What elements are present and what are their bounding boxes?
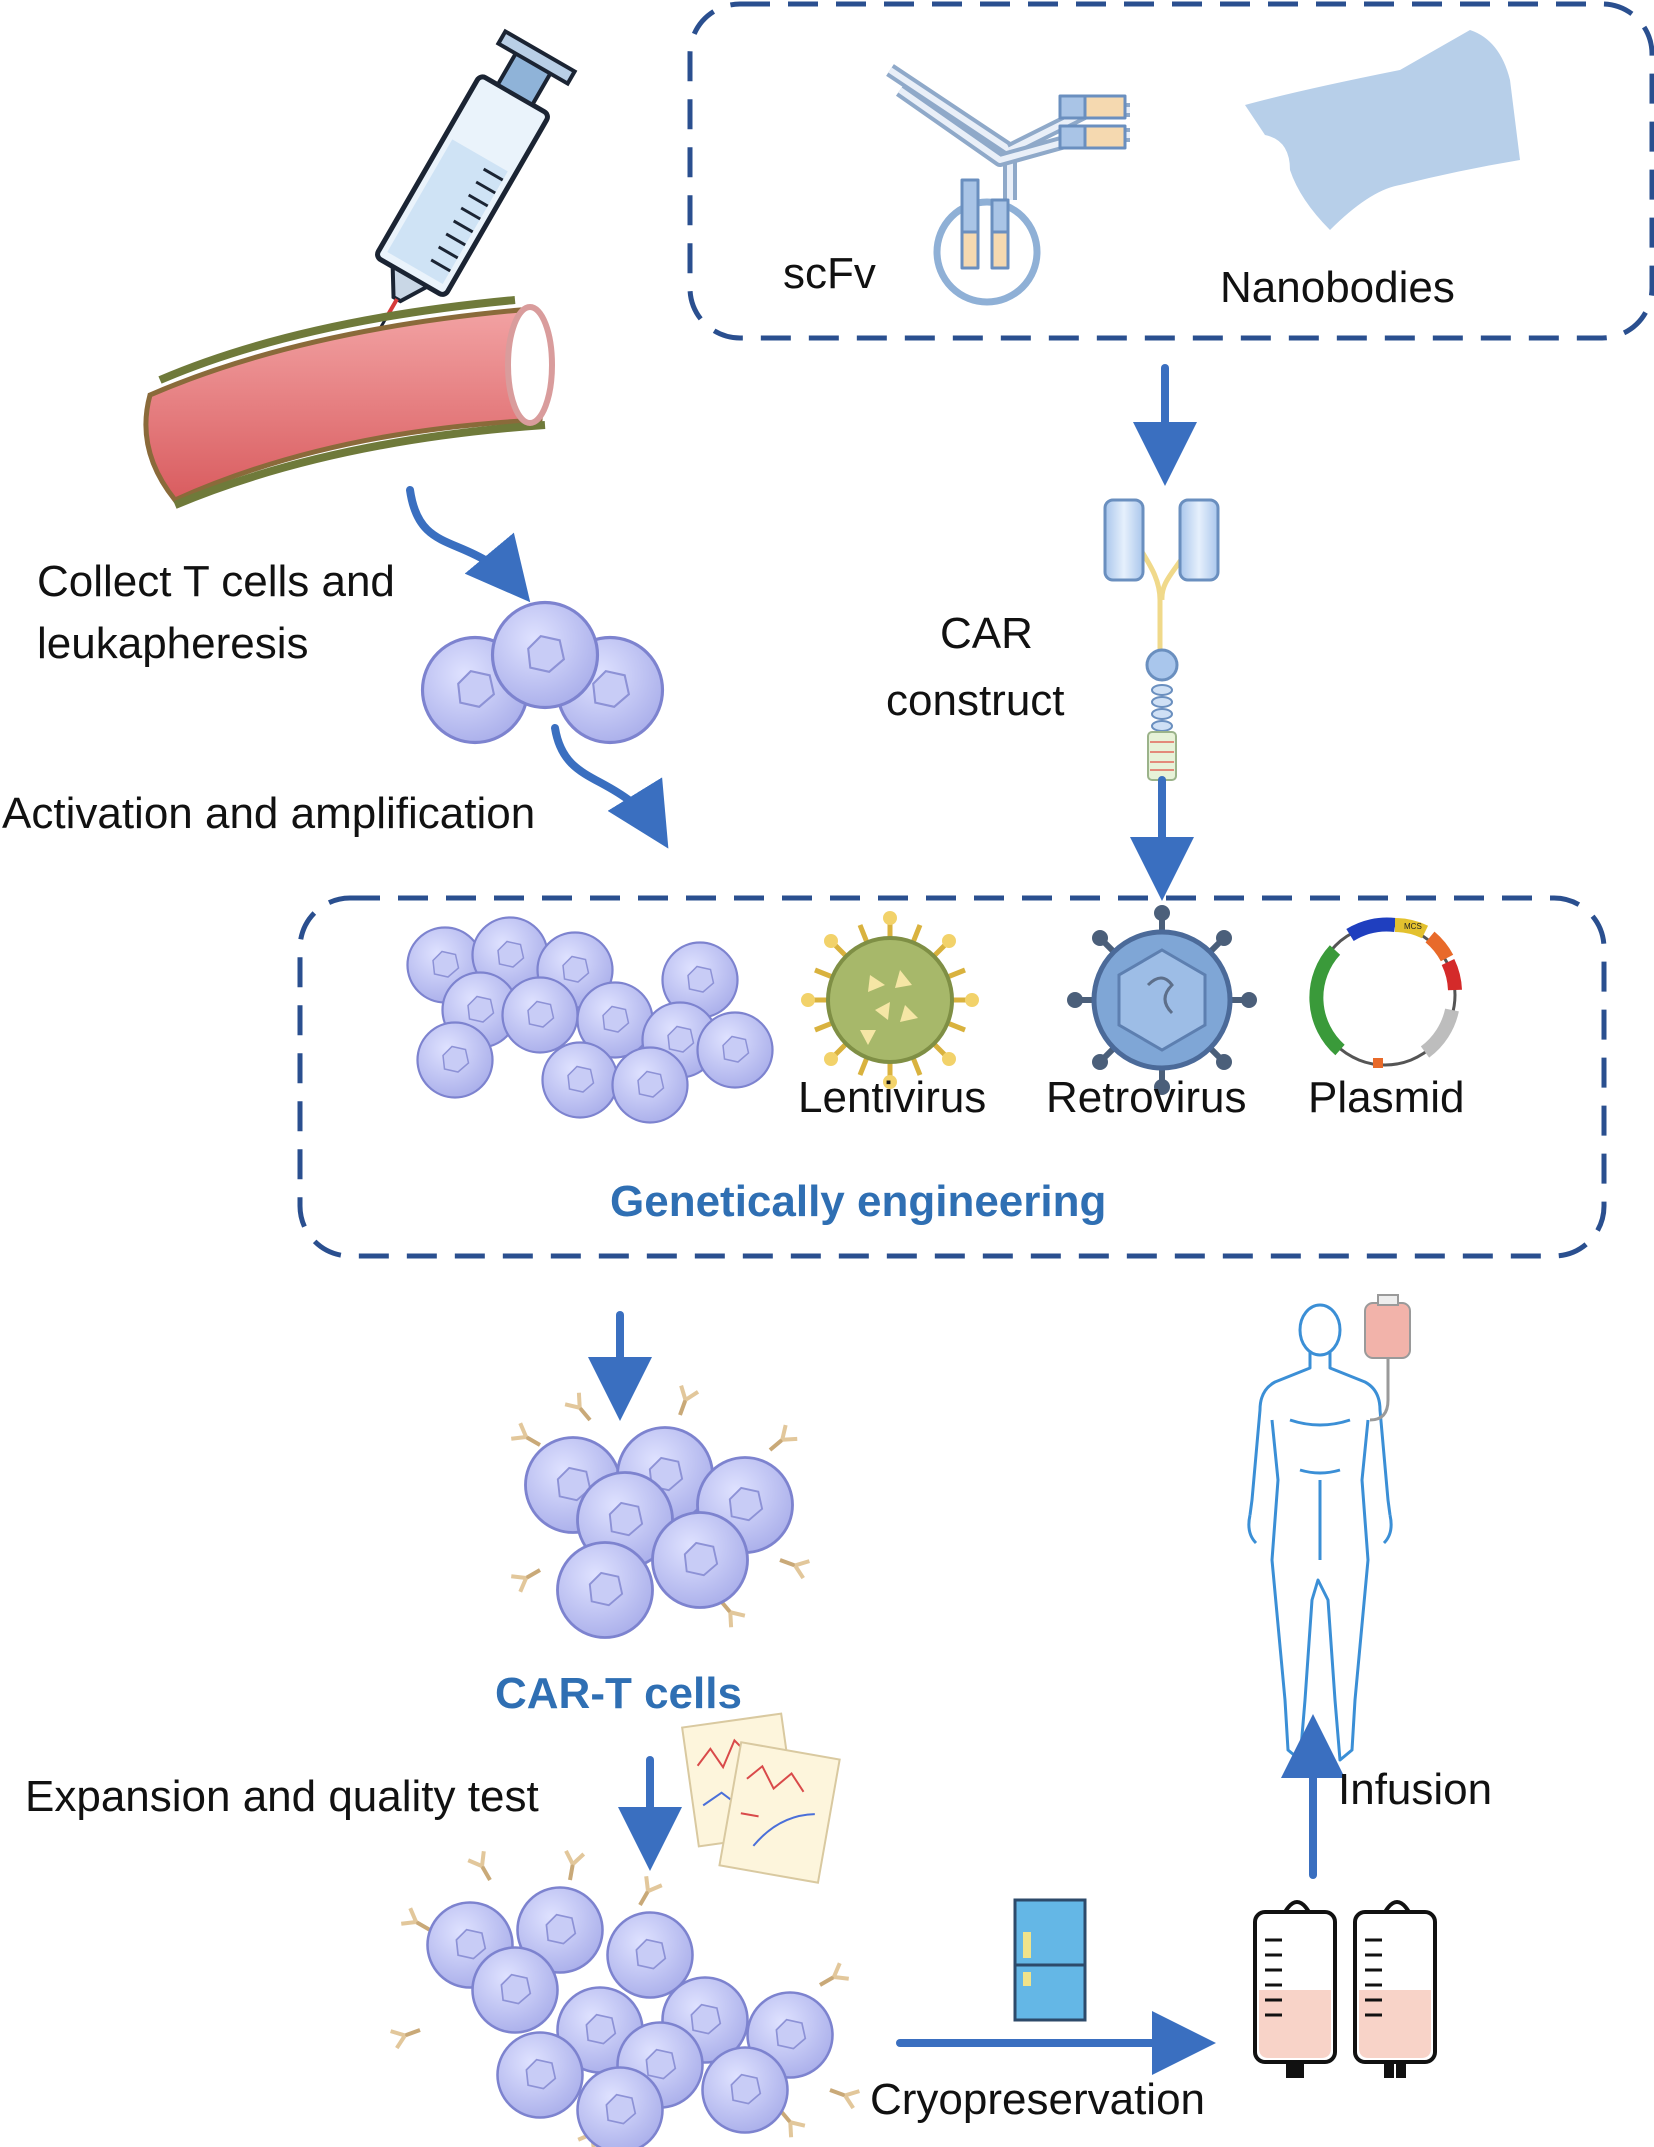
retrovirus-icon <box>1067 905 1257 1095</box>
cryopreservation-label: Cryopreservation <box>870 2075 1206 2124</box>
infusion-bag-icon <box>1253 1900 1437 2078</box>
expanded-car-t-cells-icon <box>388 1848 862 2147</box>
car-construct-icon <box>1103 498 1220 781</box>
plasmid-icon: MCS <box>1309 917 1462 1068</box>
report-icon <box>681 1712 841 1884</box>
flow-arrows <box>406 364 1345 2075</box>
plasmid-label: Plasmid <box>1308 1073 1465 1122</box>
t-cell-icon <box>420 600 665 745</box>
blood-vessel-icon <box>143 296 555 509</box>
activation-label: Activation and amplification <box>2 789 536 838</box>
antibody-icon <box>886 64 1130 306</box>
lentivirus-icon <box>801 911 979 1089</box>
arrow-cells-to-engineering <box>551 724 669 849</box>
collect-label-line2: leukapheresis <box>37 619 309 668</box>
car-t-cell-icon <box>509 1383 812 1639</box>
arrow-vessel-to-cells <box>406 486 531 603</box>
iv-bag-icon <box>1364 1294 1411 1422</box>
plasmid-mcs-label: MCS <box>1404 922 1422 931</box>
freezer-icon <box>1013 1898 1087 2022</box>
car-label-line1: CAR <box>940 609 1033 658</box>
genetic-engineering-box <box>297 895 1607 1259</box>
genetic-engineering-label: Genetically engineering <box>610 1177 1107 1226</box>
human-body-icon <box>1247 1303 1393 1762</box>
antibody-source-box <box>687 1 1654 341</box>
collect-label-line1: Collect T cells and <box>37 557 395 606</box>
expansion-label: Expansion and quality test <box>25 1772 539 1821</box>
scfv-label: scFv <box>783 249 876 298</box>
activated-t-cells-icon <box>406 916 774 1124</box>
nanobody-icon <box>1245 30 1520 230</box>
lentivirus-label: Lentivirus <box>798 1073 987 1122</box>
infusion-label: Infusion <box>1338 1765 1493 1814</box>
retrovirus-label: Retrovirus <box>1046 1073 1247 1122</box>
cart-label: CAR-T cells <box>495 1669 742 1718</box>
nanobodies-label: Nanobodies <box>1220 263 1455 312</box>
car-label-line2: construct <box>886 676 1065 725</box>
